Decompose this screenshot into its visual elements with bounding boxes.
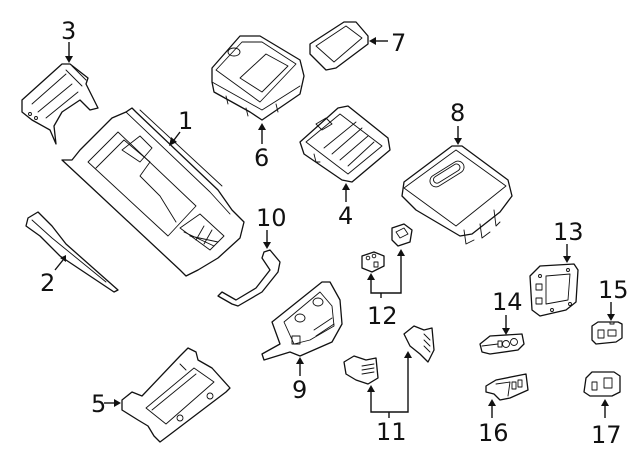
leader-9 <box>296 357 304 376</box>
leader-13 <box>563 244 571 263</box>
leader-8 <box>454 126 462 145</box>
part-vent-connectors[interactable] <box>343 325 435 385</box>
leader-5 <box>104 399 121 407</box>
part-side-trim-strip[interactable] <box>25 211 119 293</box>
part-power-outlet[interactable] <box>583 371 621 397</box>
part-front-trim-bezel[interactable] <box>261 281 343 361</box>
callout-6: 6 <box>254 144 269 172</box>
callout-17: 17 <box>591 421 622 449</box>
leader-2 <box>54 255 66 271</box>
part-console-base[interactable] <box>61 107 245 277</box>
part-armrest-lid[interactable] <box>401 145 513 245</box>
leader-11 <box>367 351 412 418</box>
part-usb-port[interactable] <box>591 321 623 345</box>
leader-7 <box>369 37 388 45</box>
part-curved-trim-strip[interactable] <box>217 249 281 307</box>
leader-12 <box>367 249 405 298</box>
part-cup-holder-tray[interactable] <box>211 35 305 121</box>
leader-15 <box>607 302 615 321</box>
part-rear-bracket[interactable] <box>21 63 99 145</box>
callout-1: 1 <box>178 107 193 135</box>
callout-9: 9 <box>292 376 307 404</box>
part-switch-assembly[interactable] <box>479 333 525 355</box>
leader-17 <box>601 399 609 418</box>
leader-4 <box>342 183 350 202</box>
callout-3: 3 <box>61 17 76 45</box>
leader-3 <box>65 42 73 63</box>
leader-6 <box>258 123 266 144</box>
leader-10 <box>263 230 271 249</box>
leader-16 <box>488 399 496 418</box>
callout-15: 15 <box>598 276 629 304</box>
callout-12: 12 <box>367 302 398 330</box>
callout-13: 13 <box>553 218 584 246</box>
part-lower-support-bracket[interactable] <box>121 347 231 443</box>
part-switch-clips[interactable] <box>361 223 413 273</box>
part-control-module[interactable] <box>529 263 579 317</box>
callout-10: 10 <box>256 204 287 232</box>
callout-2: 2 <box>40 269 55 297</box>
leader-1 <box>169 131 181 146</box>
leader-14 <box>502 315 510 335</box>
callout-16: 16 <box>478 419 509 447</box>
callout-5: 5 <box>91 390 106 418</box>
callout-4: 4 <box>338 202 353 230</box>
callout-11: 11 <box>376 418 407 446</box>
part-dual-usb-port[interactable] <box>485 373 529 401</box>
callout-8: 8 <box>450 99 465 127</box>
callout-7: 7 <box>391 29 406 57</box>
part-tray-mat[interactable] <box>309 21 369 71</box>
part-control-panel-insert[interactable] <box>299 105 391 183</box>
callout-14: 14 <box>492 288 523 316</box>
